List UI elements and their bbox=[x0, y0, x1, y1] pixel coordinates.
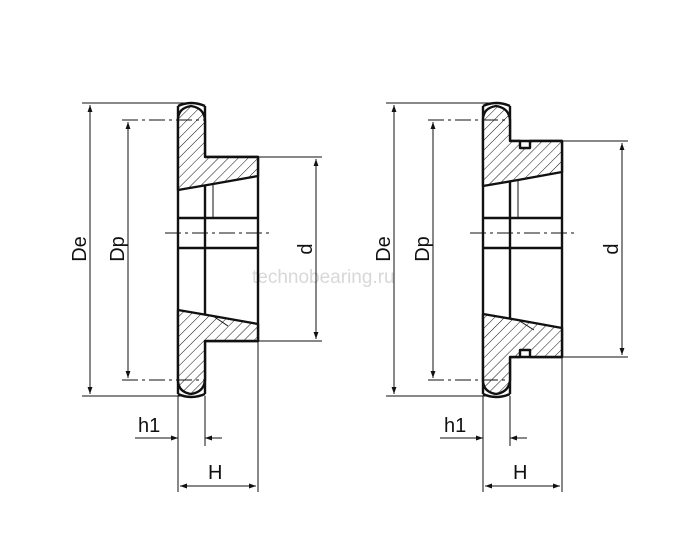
right-sprocket-outline bbox=[481, 101, 564, 399]
left-sprocket-outline bbox=[176, 101, 260, 399]
right-lower-section bbox=[481, 312, 564, 396]
right-h1-label: h1 bbox=[444, 415, 466, 437]
left-de-label: De bbox=[69, 236, 91, 262]
left-lower-section bbox=[176, 308, 260, 396]
left-dp-label: Dp bbox=[107, 236, 129, 262]
left-h-label: H bbox=[208, 462, 222, 484]
right-upper-section bbox=[481, 104, 564, 188]
right-sprocket-view: De Dp d h1 H bbox=[373, 101, 628, 492]
right-bore-line-2 bbox=[517, 319, 535, 331]
watermark-text: technobearing.ru bbox=[252, 267, 395, 288]
left-bore-line-2 bbox=[212, 315, 229, 327]
right-dp-label: Dp bbox=[412, 236, 434, 262]
right-de-label: De bbox=[373, 236, 395, 262]
left-d-label: d bbox=[295, 243, 317, 254]
right-h-label: H bbox=[513, 462, 527, 484]
left-upper-section bbox=[176, 104, 260, 192]
right-d-label: d bbox=[601, 243, 623, 254]
left-h1-label: h1 bbox=[138, 415, 160, 437]
left-sprocket-view: De Dp d h1 H bbox=[69, 101, 322, 492]
